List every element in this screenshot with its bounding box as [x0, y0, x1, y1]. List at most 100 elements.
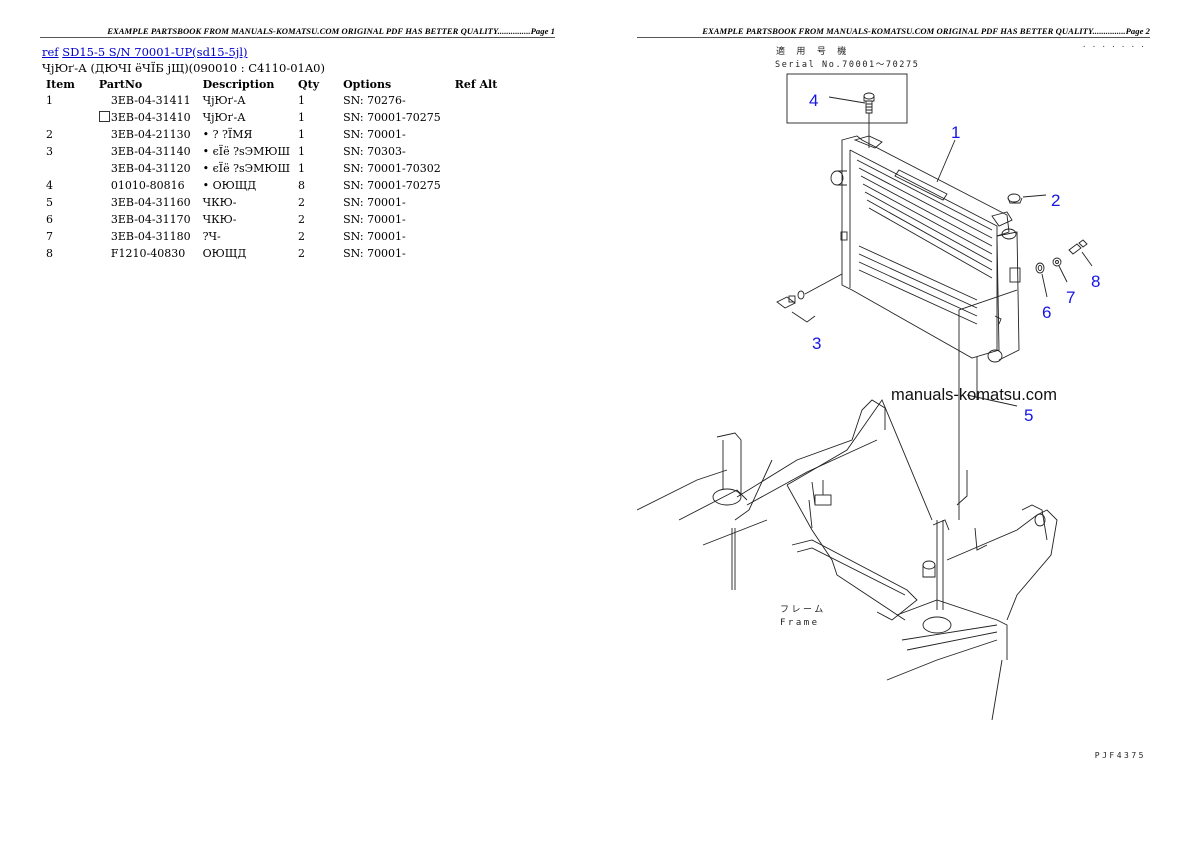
applicable-models-label: 適 用 号 機: [776, 47, 850, 57]
alternate-part-checkbox[interactable]: [98, 111, 110, 122]
cell-qty: 2: [298, 230, 306, 243]
cell-qty: 2: [298, 213, 306, 226]
cell-options: SN: 70276-: [343, 94, 406, 107]
table-row: 2 3EB-04-21130 • ? ?ЇМЯ 1 SN: 70001-: [42, 127, 501, 144]
header-divider: [637, 37, 1150, 38]
cell-description: • ОЮЩД: [202, 179, 257, 192]
column-header-options: Options: [343, 77, 392, 91]
cell-qty: 2: [298, 196, 306, 209]
cell-item: 3: [46, 145, 53, 158]
cell-partno: 3EB-04-21130: [110, 128, 191, 141]
cell-item: [42, 110, 79, 127]
cell-options: SN: 70001-: [343, 247, 406, 260]
cell-options: SN: 70001-: [343, 230, 406, 243]
part-number: 3EB-04-31410: [110, 111, 191, 124]
page-header: EXAMPLE PARTSBOOK FROM MANUALS-KOMATSU.C…: [107, 26, 555, 36]
serial-number-range: Serial No.70001～70275: [775, 60, 920, 70]
corner-marks: . . . . . . .: [1082, 40, 1146, 50]
cell-partno: 3EB-04-31160: [110, 196, 191, 209]
cell-qty: 1: [298, 94, 306, 107]
table-row: 8 F1210-40830 ОЮЩД 2 SN: 70001-: [42, 246, 501, 263]
nut-icon: [1052, 257, 1062, 267]
callout-7[interactable]: 7: [1066, 288, 1076, 307]
cell-ref-alt: [445, 110, 502, 127]
cell-options: SN: 70303-: [343, 145, 406, 158]
column-header-description: Description: [202, 77, 275, 91]
frame-icon: [637, 399, 1058, 721]
cell-description: • єЇё ?sЭМЮШ: [202, 145, 291, 158]
cell-ref-alt: [445, 161, 502, 178]
cell-ref-alt: [445, 127, 502, 144]
table-header-row: Item PartNo Description Qty Options Ref …: [42, 76, 501, 93]
cell-description: • єЇё ?sЭМЮШ: [202, 162, 291, 175]
callout-6[interactable]: 6: [1042, 303, 1052, 322]
parts-table: Item PartNo Description Qty Options Ref …: [42, 76, 501, 263]
cell-partno: 3EB-04-31411: [110, 94, 191, 107]
cell-ref-alt: [445, 246, 502, 263]
frame-label: フレーム Frame: [780, 604, 826, 630]
cell-item: 1: [46, 94, 53, 107]
cell-options: SN: 70001-: [343, 196, 406, 209]
column-header-item: Item: [46, 77, 75, 91]
ref-link[interactable]: ref: [42, 45, 59, 59]
callout-1[interactable]: 1: [951, 123, 961, 142]
cell-options: SN: 70001-70275: [343, 179, 441, 192]
washer-icon: [1035, 262, 1045, 274]
cell-item: [42, 161, 79, 178]
cell-description: ЧјЮґ-А: [202, 111, 246, 124]
table-row: 1 3EB-04-31411 ЧјЮґ-А 1 SN: 70276-: [42, 93, 501, 110]
frame-label-en: Frame: [780, 618, 820, 628]
cell-ref-alt: [445, 212, 502, 229]
callout-5[interactable]: 5: [1024, 406, 1034, 425]
cell-description: ?Ч-: [202, 230, 221, 243]
column-header-qty: Qty: [298, 77, 320, 91]
frame-label-jp: フレーム: [780, 605, 826, 615]
cell-description: ОЮЩД: [202, 247, 247, 260]
cell-qty: 1: [298, 162, 306, 175]
cell-options: SN: 70001-70302: [343, 162, 441, 175]
cell-ref-alt: [445, 144, 502, 161]
page-header: EXAMPLE PARTSBOOK FROM MANUALS-KOMATSU.C…: [702, 26, 1150, 36]
cell-qty: 1: [298, 128, 306, 141]
screw-icon: [1068, 239, 1088, 255]
drain-cock-icon: [776, 290, 805, 309]
cell-qty: 1: [298, 111, 306, 124]
cell-item: 7: [46, 230, 53, 243]
cell-options: SN: 70001-70275: [343, 111, 441, 124]
cell-qty: 1: [298, 145, 306, 158]
diagram-page: EXAMPLE PARTSBOOK FROM MANUALS-KOMATSU.C…: [637, 0, 1150, 842]
callout-2[interactable]: 2: [1051, 191, 1061, 210]
callout-3[interactable]: 3: [812, 334, 822, 353]
callout-8[interactable]: 8: [1091, 272, 1101, 291]
watermark: manuals-komatsu.com: [891, 386, 1057, 404]
parts-list-page: EXAMPLE PARTSBOOK FROM MANUALS-KOMATSU.C…: [40, 0, 555, 842]
cell-ref-alt: [445, 229, 502, 246]
breadcrumb: ref SD15-5 S/N 70001-UP(sd15-5jl): [42, 45, 248, 59]
cell-item: 2: [46, 128, 53, 141]
cell-description: ЧјЮґ-А: [202, 94, 246, 107]
cell-description: ЧКЮ-: [202, 213, 237, 226]
radiator-exploded-diagram: [637, 73, 1093, 721]
column-header-ref-alt: Ref Alt: [454, 77, 498, 91]
header-divider: [40, 37, 555, 38]
cell-partno: 3EB-04-31410: [79, 110, 195, 127]
cell-item: 4: [46, 179, 53, 192]
cell-options: SN: 70001-: [343, 213, 406, 226]
cell-ref-alt: [445, 93, 502, 110]
section-title: ЧјЮґ-А (ДЮЧІ ёЧЇБ јЩ)(090010 : C4110-01A…: [42, 61, 325, 75]
cell-item: 8: [46, 247, 53, 260]
model-link[interactable]: SD15-5 S/N 70001-UP(sd15-5jl): [62, 45, 248, 59]
table-row: 3EB-04-31410 ЧјЮґ-А 1 SN: 70001-70275: [42, 110, 501, 127]
cell-ref-alt: [445, 178, 502, 195]
cell-partno: F1210-40830: [110, 247, 186, 260]
cell-options: SN: 70001-: [343, 128, 406, 141]
cell-description: • ? ?ЇМЯ: [202, 128, 253, 141]
callout-4[interactable]: 4: [809, 91, 819, 110]
cell-partno: 3EB-04-31140: [110, 145, 191, 158]
table-row: 3 3EB-04-31140 • єЇё ?sЭМЮШ 1 SN: 70303-: [42, 144, 501, 161]
cell-partno: 3EB-04-31170: [110, 213, 191, 226]
cell-qty: 2: [298, 247, 306, 260]
